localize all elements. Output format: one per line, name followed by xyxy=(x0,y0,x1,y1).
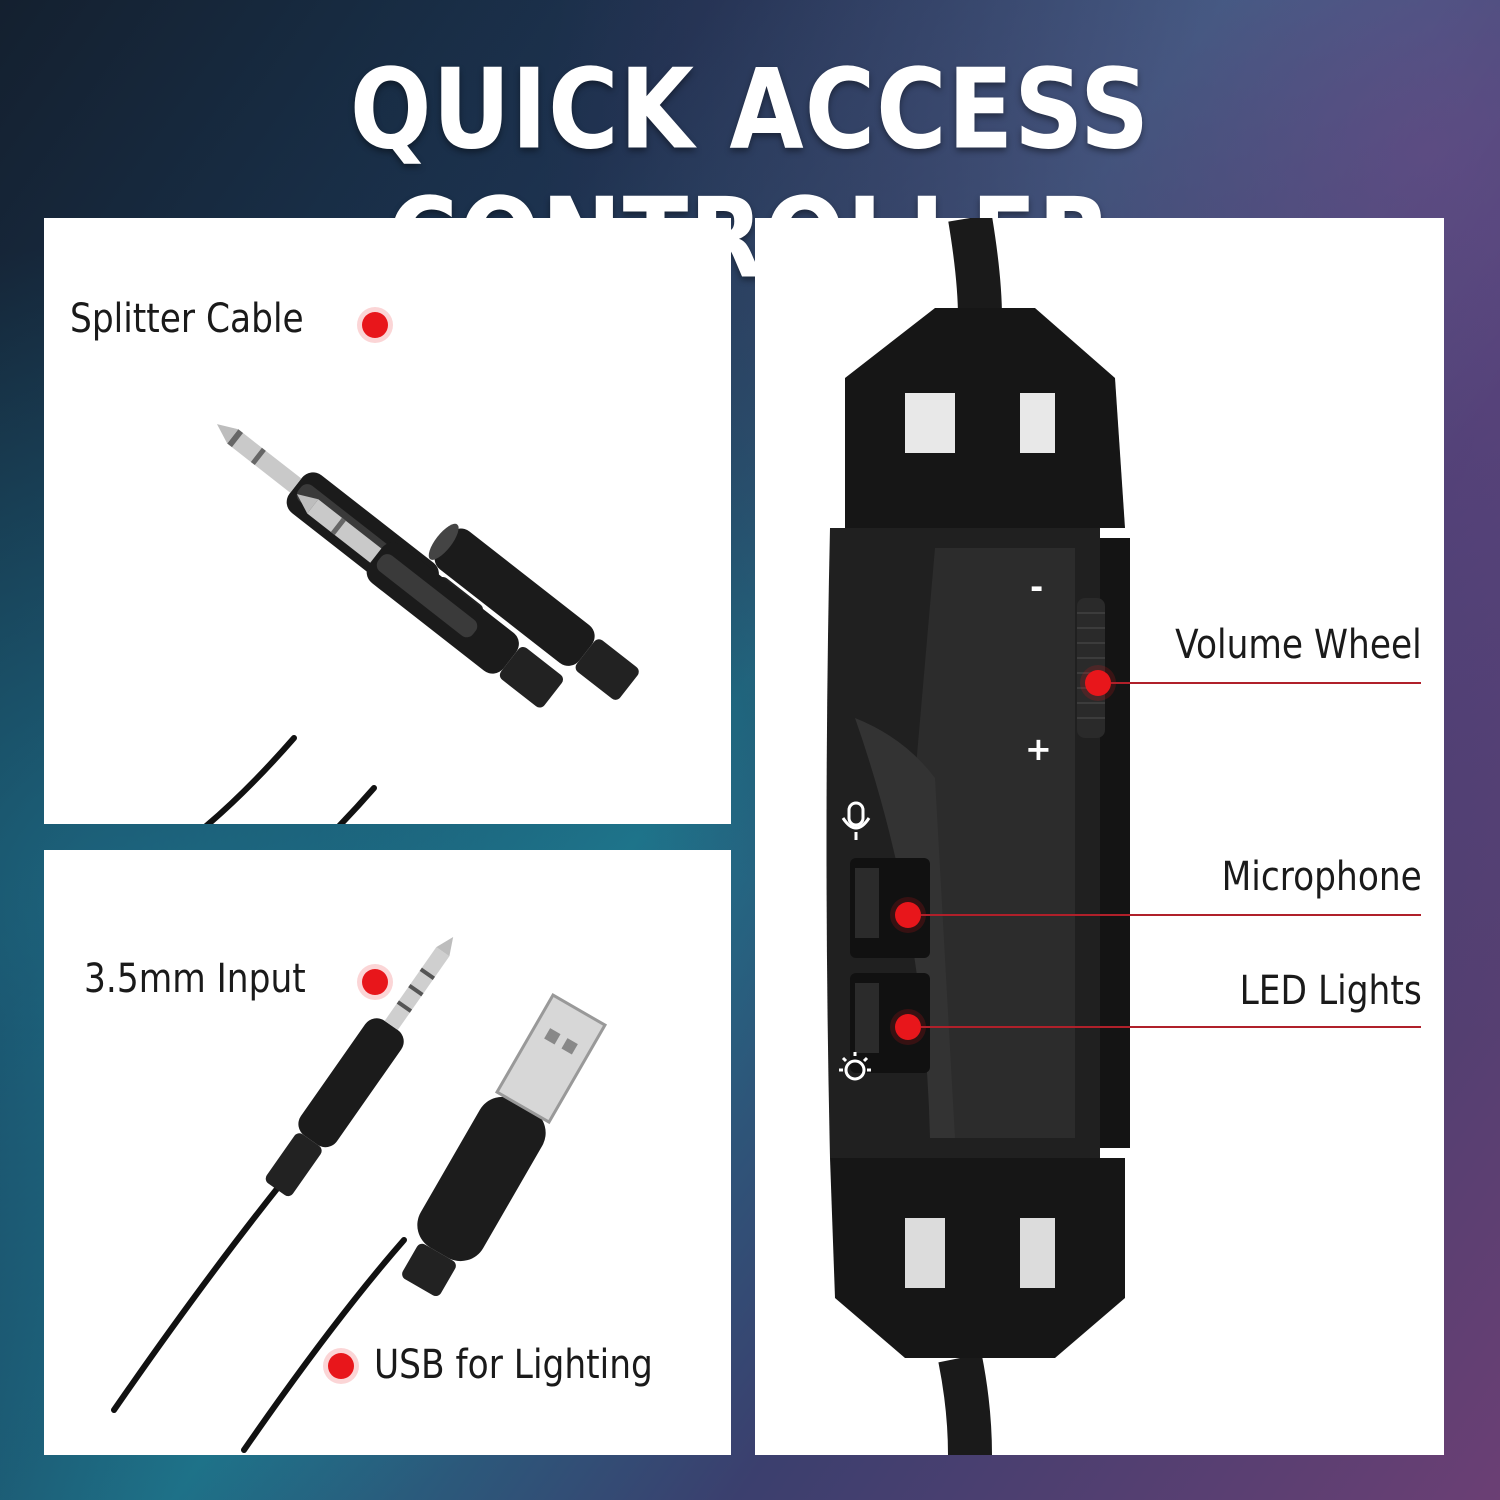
volume-wheel-callout-dot xyxy=(1085,670,1111,696)
led-lights-label: LED Lights xyxy=(1239,968,1422,1014)
3-5mm-input-label: 3.5mm Input xyxy=(84,956,306,1002)
led-lights-leader-line xyxy=(921,1026,1421,1028)
splitter-cable-label: Splitter Cable xyxy=(70,296,304,342)
splitter-cable-image xyxy=(203,424,639,824)
volume-wheel-label: Volume Wheel xyxy=(1175,622,1422,668)
inline-controller-image xyxy=(826,218,1130,1455)
microphone-label: Microphone xyxy=(1221,854,1422,900)
splitter-cable-panel: Splitter Cable xyxy=(44,218,731,824)
microphone-callout-dot xyxy=(895,902,921,928)
volume-plus-glyph: + xyxy=(1025,730,1052,768)
input-cable-panel: 3.5mm Input USB for Lighting xyxy=(44,850,731,1455)
usb-for-lighting-label: USB for Lighting xyxy=(374,1342,653,1388)
microphone-leader-line xyxy=(921,914,1421,916)
usb-and-jack-cable-image xyxy=(111,936,608,1453)
led-lights-callout-dot xyxy=(895,1014,921,1040)
controller-panel: - + Volume Wheel Microphone LED Lights xyxy=(755,218,1444,1455)
splitter-cable-callout-dot xyxy=(362,312,388,338)
3-5mm-input-callout-dot xyxy=(362,969,388,995)
volume-minus-glyph: - xyxy=(1030,568,1044,606)
volume-wheel-leader-line xyxy=(1111,682,1421,684)
usb-callout-dot xyxy=(328,1353,354,1379)
